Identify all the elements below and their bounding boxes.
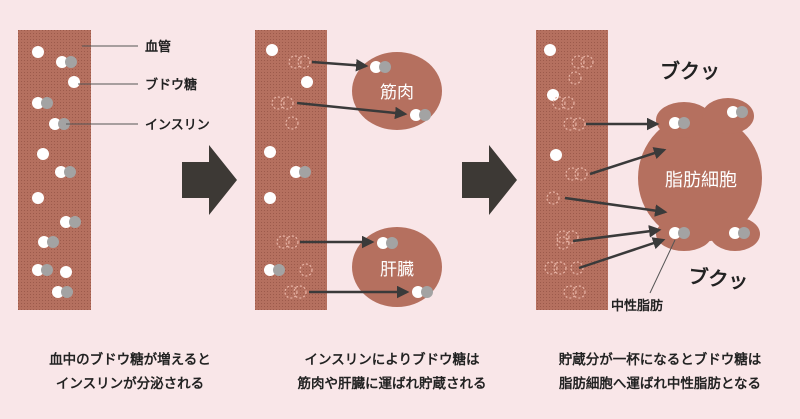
liver-molecules [377, 237, 433, 298]
caption-step-3-line-1: 貯蔵分が一杯になるとブドウ糖は [558, 352, 762, 368]
neutral-fat-label: 中性脂肪 [611, 298, 663, 314]
caption-step-2: インスリンによりブドウ糖は 筋肉や肝臓に運ばれ貯蔵される [262, 348, 522, 396]
panel-2-arrows [296, 59, 410, 299]
neutral-fat-leader [649, 239, 676, 294]
vessel-2-molecules [264, 44, 313, 276]
panel-3-arrows [564, 117, 668, 270]
step-arrow-2 [462, 145, 517, 215]
label-leader-lines [66, 45, 138, 125]
blood-vessel-3 [536, 30, 608, 310]
fat-cell-molecules [669, 106, 750, 239]
pop-text-bottom: ブクッ [687, 264, 749, 294]
caption-step-3-line-2: 脂肪細胞へ運ばれ中性脂肪となる [558, 376, 762, 392]
blood-vessel-1 [18, 30, 91, 310]
muscle-label: 筋肉 [380, 83, 414, 103]
vessel-3-ghost-molecules [544, 55, 594, 299]
caption-step-3: 貯蔵分が一杯になるとブドウ糖は 脂肪細胞へ運ばれ中性脂肪となる [530, 348, 790, 396]
label-glucose: ブドウ糖 [145, 77, 197, 93]
fat-cell-label: 脂肪細胞 [665, 170, 737, 191]
step-arrow-1 [182, 145, 237, 215]
caption-step-1-line-1: 血中のブドウ糖が増えると [49, 352, 211, 368]
label-insulin: インスリン [145, 118, 210, 133]
caption-step-2-line-2: 筋肉や肝臓に運ばれ貯蔵される [297, 376, 487, 392]
vessel-1-molecules [32, 46, 81, 298]
liver-label: 肝臓 [380, 260, 414, 280]
caption-step-2-line-1: インスリンによりブドウ糖は [304, 352, 480, 368]
vessel-2-ghost-molecules [271, 55, 313, 299]
caption-step-1-line-2: インスリンが分泌される [55, 376, 205, 392]
label-blood-vessel: 血管 [145, 39, 171, 55]
muscle-molecules [370, 61, 431, 121]
caption-step-1: 血中のブドウ糖が増えると インスリンが分泌される [0, 348, 260, 396]
pop-text-top: ブクッ [660, 59, 720, 83]
